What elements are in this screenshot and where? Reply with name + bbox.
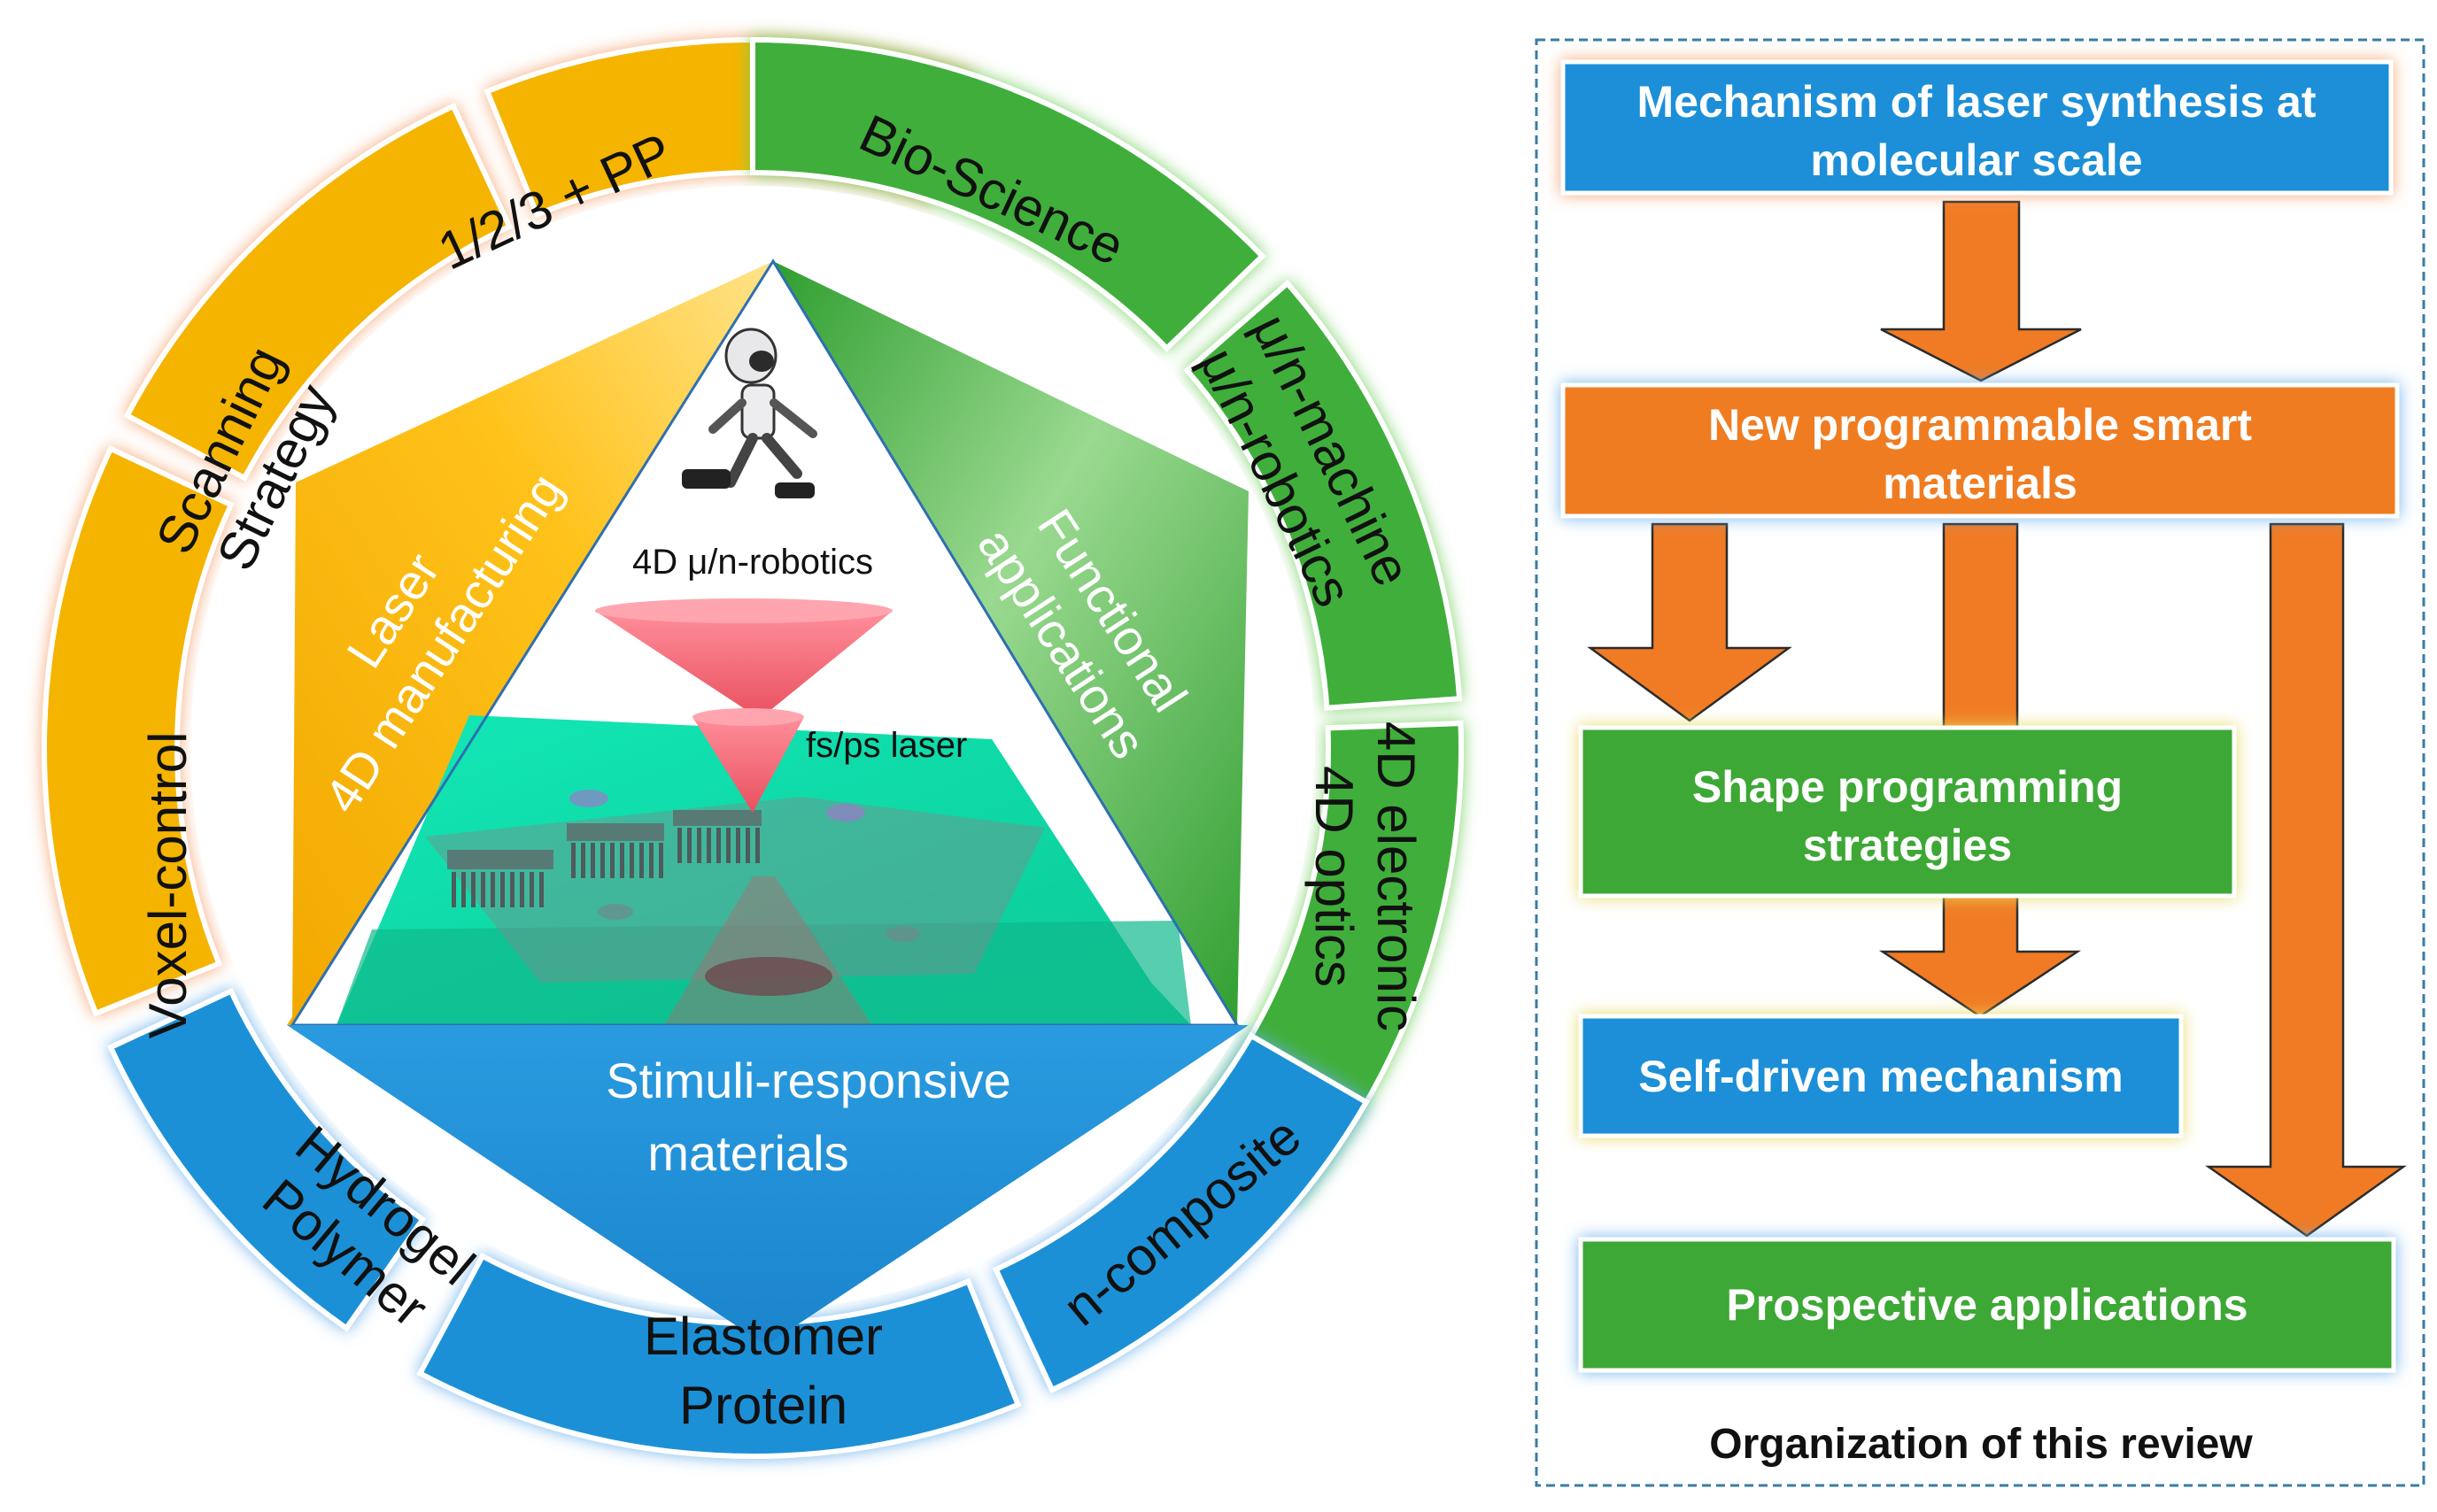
laser-cone-lower-top (692, 708, 804, 726)
segment-machine-robotics (1183, 279, 1463, 711)
flow-box-3 (1578, 725, 2237, 899)
flow-box-2 (1560, 382, 2400, 519)
central-triangle (287, 258, 1249, 1346)
micro-pillar (716, 828, 721, 863)
arrow-1-to-2 (1880, 200, 2082, 382)
flow-box-1 (1560, 59, 2394, 196)
flow-box-2-line1: New programmable smart (1708, 400, 2252, 450)
micro-pillar (461, 872, 466, 907)
micro-pillar (726, 828, 731, 863)
dot-3 (598, 904, 633, 920)
micro-pillar (571, 843, 576, 878)
micro-pillar (452, 872, 456, 907)
label-protein: Protein (679, 1376, 847, 1435)
label-4d-optics: 4D optics (1304, 766, 1364, 987)
flow-box-4 (1578, 1014, 2184, 1138)
micro-pillar (471, 872, 476, 907)
flow-boxes (1560, 59, 2400, 1373)
micro-pillar (687, 828, 692, 863)
micro-pillar (520, 872, 524, 907)
micro-pillar (746, 828, 750, 863)
dot-1 (569, 790, 608, 807)
micro-pillar (659, 843, 663, 878)
dot-4 (886, 926, 921, 942)
micro-pillar (620, 843, 624, 878)
laser-cone-upper-top (595, 598, 893, 623)
segment-elastomer-protein (416, 1252, 1022, 1459)
label-4d-robotics: 4D μ/n-robotics (632, 543, 873, 582)
micro-pillar (630, 843, 634, 878)
flow-box-1-line2: molecular scale (1810, 135, 2142, 185)
focus-spot (705, 957, 832, 996)
micro-pillar (610, 843, 615, 878)
micro-pillar (649, 843, 654, 878)
label-4d-electronic: 4D electronic (1366, 721, 1426, 1031)
flow-box-2-line2: materials (1883, 459, 2077, 508)
micro-pillar (510, 872, 514, 907)
arrow-2-to-5 (2205, 522, 2407, 1238)
segment-voxel-control (42, 444, 235, 1017)
flow-box-5 (1578, 1237, 2396, 1373)
flow-box-3-line2: strategies (1803, 821, 2012, 870)
flow-box-5-label: Prospective applications (1726, 1280, 2247, 1330)
flow-box-4-label: Self-driven mechanism (1638, 1052, 2123, 1101)
micro-pillar (491, 872, 495, 907)
flow-panel-border (1535, 38, 2425, 1487)
segment-n-composite (992, 1031, 1370, 1394)
flow-box-labels: Mechanism of laser synthesis at molecula… (1637, 77, 2317, 1330)
micro-pillar (481, 872, 485, 907)
flow-box-1-line1: Mechanism of laser synthesis at (1637, 77, 2317, 127)
label-stimuli-responsive: Stimuli-responsive (606, 1053, 1011, 1108)
flow-caption: Organization of this review (1709, 1421, 2253, 1468)
triangle-bottom-panel (287, 1025, 1249, 1346)
micro-pillar (639, 843, 644, 878)
laser-beam (664, 876, 872, 1025)
label-fs-ps-laser: fs/ps laser (806, 726, 967, 765)
micro-pillar (707, 828, 711, 863)
flow-box-3-line1: Shape programming (1692, 762, 2123, 812)
outer-ring (42, 36, 1464, 1459)
micro-pillar (677, 828, 682, 863)
label-voxel-control: Voxel-control (138, 732, 197, 1039)
micro-pillar (500, 872, 505, 907)
micro-pillar (581, 843, 585, 878)
laser-cone-lower (692, 717, 804, 813)
laser-cone-upper (595, 611, 893, 719)
dot-2 (826, 804, 865, 822)
micro-pillar (755, 828, 760, 863)
segment-bio-science (750, 36, 1266, 352)
segment-hydrogel-polymer (106, 987, 427, 1332)
micro-pillar (697, 828, 701, 863)
label-materials: materials (647, 1125, 848, 1181)
micro-structures (447, 810, 762, 907)
micro-pillar (591, 843, 595, 878)
robot-icon (682, 328, 817, 498)
micro-pillar (736, 828, 740, 863)
arrow-2-to-3 (1587, 522, 1792, 722)
triangle-right-wedge (773, 261, 1249, 1027)
label-elastomer: Elastomer (644, 1307, 883, 1366)
micro-pillar (530, 872, 534, 907)
segment-scanning-strategy (123, 102, 514, 482)
micro-pillar (539, 872, 544, 907)
micro-pillar (600, 843, 605, 878)
